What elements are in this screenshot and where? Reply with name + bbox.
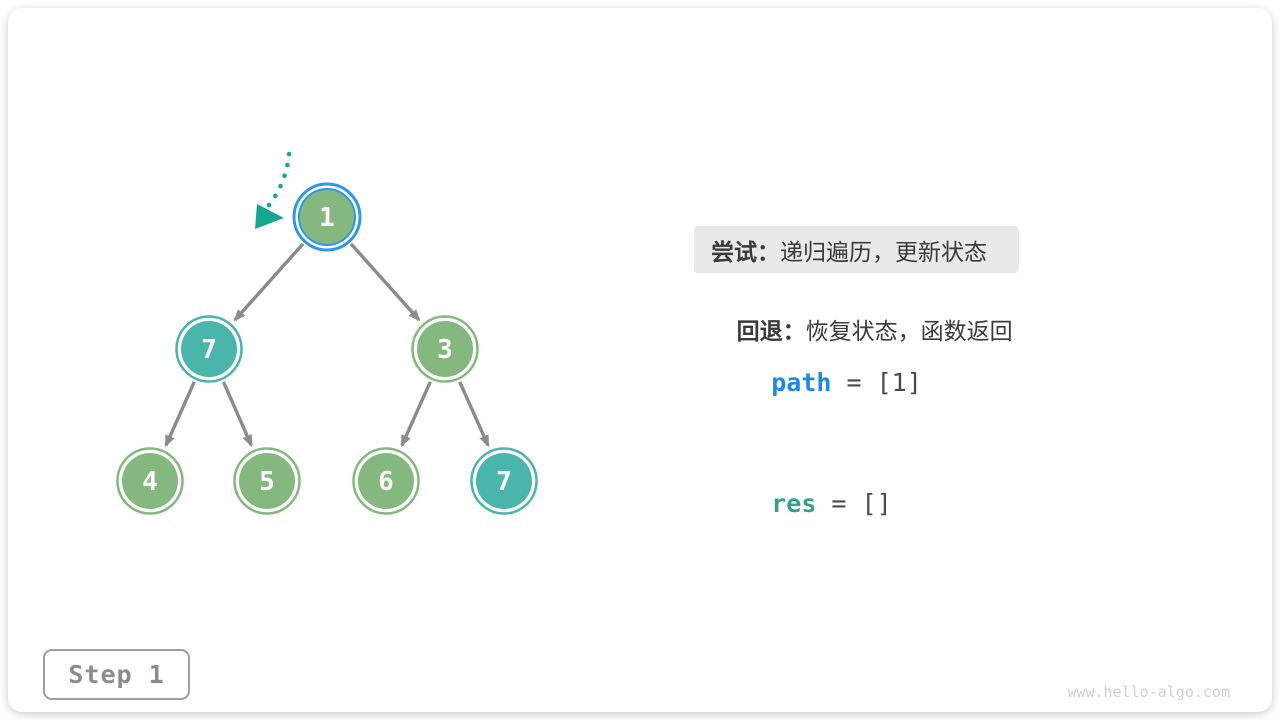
try-text: 递归遍历，更新状态 [780, 238, 987, 265]
tree-node [239, 453, 295, 509]
try-label: 尝试： [711, 238, 780, 265]
legend-try-line: 尝试：递归遍历，更新状态 [694, 226, 1019, 273]
back-label: 回退： [736, 318, 806, 344]
tree-node [122, 453, 178, 509]
tree-edge [164, 381, 196, 448]
tree-node-label: 7 [201, 335, 217, 365]
tree-edge [458, 381, 490, 448]
tree-node [417, 321, 473, 377]
tree-edge [233, 242, 305, 322]
tree-node [181, 321, 237, 377]
path-state-line: path = [1] [711, 339, 922, 426]
tree-node-label: 5 [259, 467, 275, 497]
pointer-dotted-path [266, 151, 292, 208]
tree-edge [400, 381, 432, 448]
res-variable: res [771, 489, 817, 518]
tree-node-label: 4 [142, 467, 158, 497]
legend-back-line: 回退：恢复状态，函数返回 [711, 285, 1013, 378]
tree-edge [349, 242, 421, 322]
tree-node-label: 3 [437, 335, 453, 365]
tree-node-label: 1 [319, 203, 335, 233]
step-label: Step 1 [68, 660, 165, 689]
tree-node-label: 6 [378, 467, 394, 497]
tree-node [298, 188, 356, 246]
res-state-line: res = [] [711, 460, 892, 547]
binary-tree-diagram: 1 7 3 4 5 6 7 [116, 151, 538, 515]
tree-edge [221, 381, 253, 448]
watermark: www.hello-algo.com [1067, 683, 1230, 701]
path-value: = [1] [831, 368, 922, 397]
res-value: = [] [816, 489, 892, 518]
tree-node [476, 453, 532, 509]
tree-node-label: 7 [496, 467, 512, 497]
canvas-card: 1 7 3 4 5 6 7 尝试：递归遍历，更新状态 回退：恢复状态，函数返回 path =… [8, 8, 1272, 712]
tree-node [358, 453, 414, 509]
step-badge: Step 1 [43, 649, 190, 700]
path-variable: path [771, 368, 832, 397]
back-text: 恢复状态，函数返回 [805, 318, 1013, 344]
pointer-arrowhead-icon [255, 204, 284, 229]
